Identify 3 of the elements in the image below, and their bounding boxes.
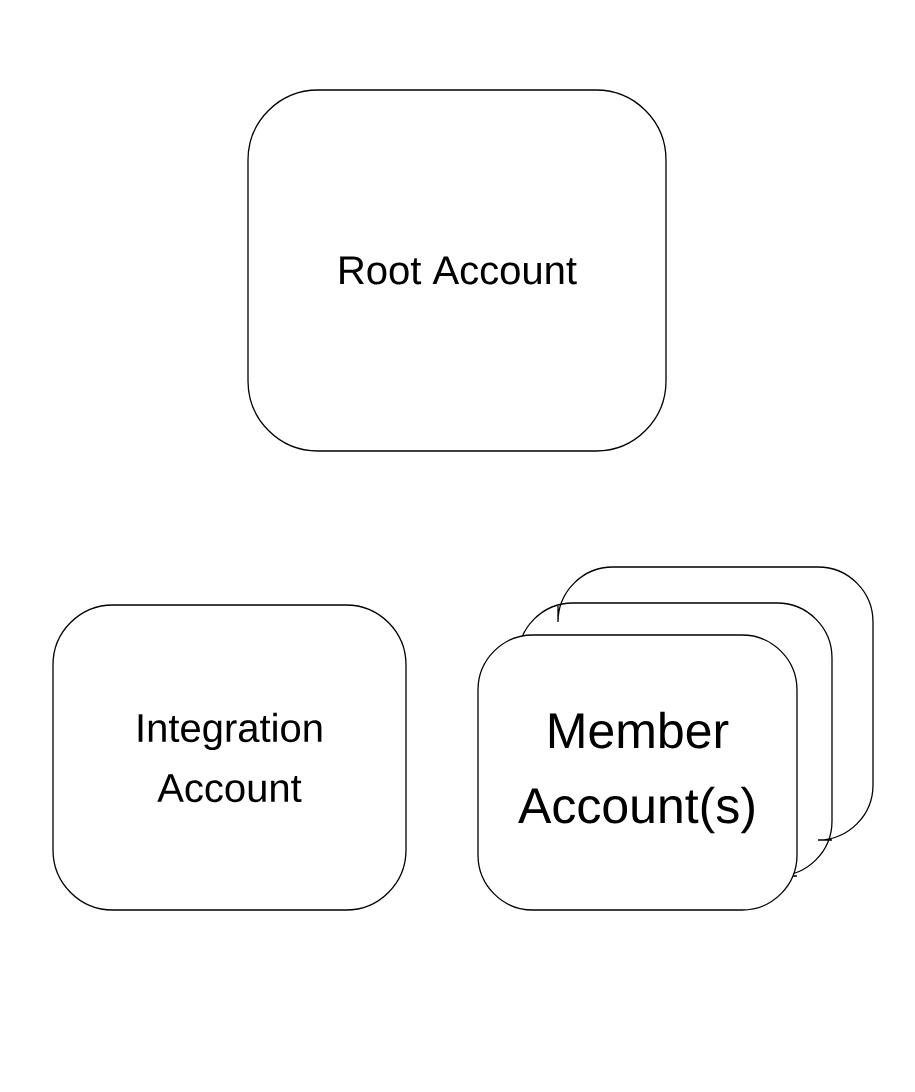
account-box: Member Account(s) <box>477 634 798 911</box>
account-box: Integration Account <box>52 604 407 911</box>
account-box: Root Account <box>247 89 667 452</box>
